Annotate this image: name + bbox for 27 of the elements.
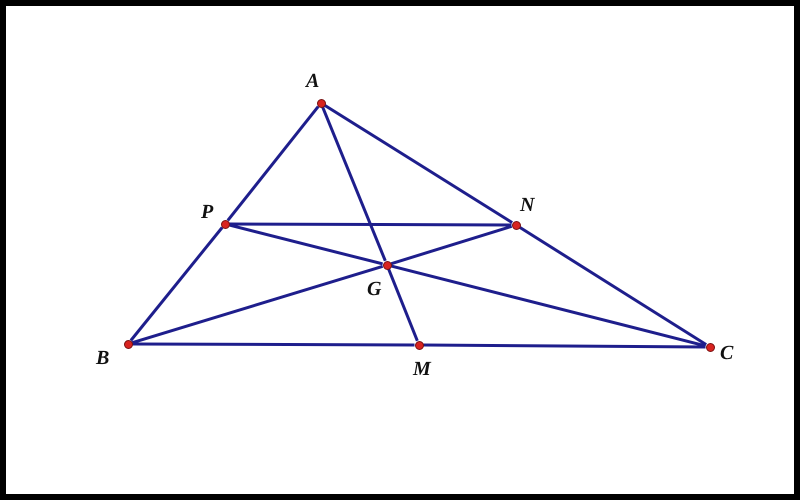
point-dot [316,98,326,108]
line-segment [321,106,387,262]
point-dot [706,342,714,352]
line-segment [519,226,707,346]
line-segment [324,104,513,224]
line-segment [226,106,320,222]
point-dot [512,220,520,230]
line-segment [390,224,512,266]
line-segment [132,264,384,344]
line-segment [132,342,414,346]
line-segment [387,268,419,342]
line-segment [130,226,224,342]
line-segment [391,264,706,348]
point-dot [124,340,132,348]
line-segment [230,222,512,226]
point-label: N [520,195,534,215]
point-label: B [96,348,110,368]
point-label: G [367,279,382,299]
line-segment [229,224,383,266]
point-label: A [306,71,320,91]
point-label: P [201,202,214,222]
point-dot [414,340,424,350]
point-dot [220,220,230,228]
point-dot [382,260,392,270]
point-label: M [413,359,431,379]
line-segment [423,344,706,348]
point-label: C [720,343,734,363]
